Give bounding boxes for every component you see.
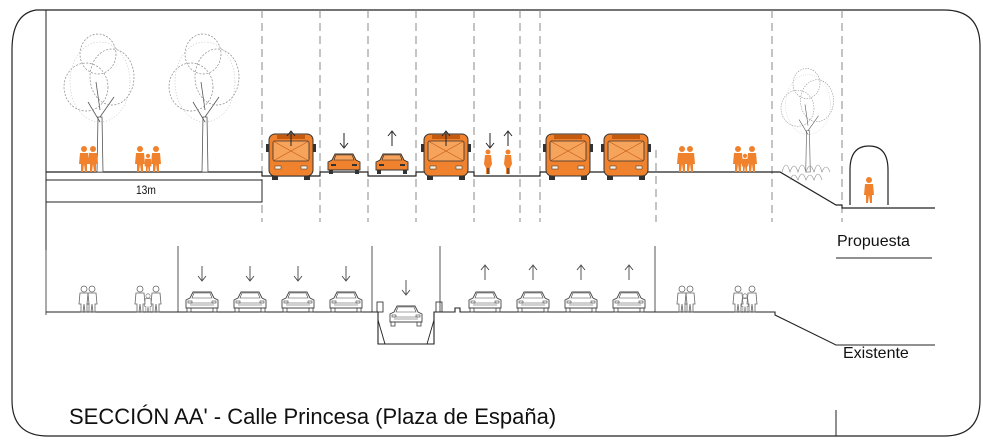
- pedestrian-child: [144, 153, 152, 172]
- existing-label: Existente: [843, 345, 909, 362]
- pedestrian: [685, 146, 695, 172]
- pedestrian: [733, 146, 743, 172]
- underpass-wall: [435, 301, 443, 313]
- pedestrian: [135, 146, 145, 172]
- pedestrian-existing: [144, 293, 152, 313]
- pedestrian: [88, 146, 98, 172]
- car-existing: [516, 291, 550, 313]
- cyclist: [503, 148, 513, 175]
- car-underpass: [389, 305, 423, 327]
- bus: [542, 133, 594, 181]
- proposed-ground: [46, 171, 935, 209]
- proposed-label: Propuesta: [837, 233, 910, 250]
- car: [327, 153, 361, 175]
- existing-arrows: [197, 264, 634, 296]
- sidewalk-width-label: 13m: [136, 183, 156, 197]
- shrubs: [781, 164, 831, 181]
- existing-dividers: [45, 246, 656, 315]
- sidewalk-dimension: [45, 179, 263, 203]
- frame: [11, 9, 981, 437]
- pedestrian: [747, 146, 757, 172]
- section-caption: SECCIÓN AA' - Calle Princesa (Plaza de E…: [69, 404, 557, 429]
- direction-arrows: [286, 130, 513, 149]
- tree: [63, 33, 135, 173]
- underpass-wall: [376, 301, 384, 313]
- car-existing: [329, 291, 363, 313]
- pedestrian-existing: [150, 285, 162, 313]
- car-existing: [564, 291, 598, 313]
- pedestrian-existing: [134, 285, 146, 313]
- car-existing: [612, 291, 646, 313]
- tree: [168, 33, 240, 173]
- lane-dividers: [261, 10, 843, 222]
- car-existing: [185, 291, 219, 313]
- cyclist: [483, 148, 493, 175]
- car-existing: [468, 291, 502, 313]
- bus: [600, 133, 652, 181]
- pedestrian: [79, 146, 89, 172]
- car-existing: [233, 291, 267, 313]
- pedestrian-existing: [732, 285, 744, 313]
- tunnel-arch: [849, 145, 889, 205]
- underpass: [377, 319, 435, 345]
- car-existing: [281, 291, 315, 313]
- car: [375, 153, 409, 175]
- existing-ground: [46, 307, 935, 346]
- pedestrian-existing: [746, 285, 758, 313]
- pedestrian: [151, 146, 161, 172]
- tree: [780, 68, 834, 173]
